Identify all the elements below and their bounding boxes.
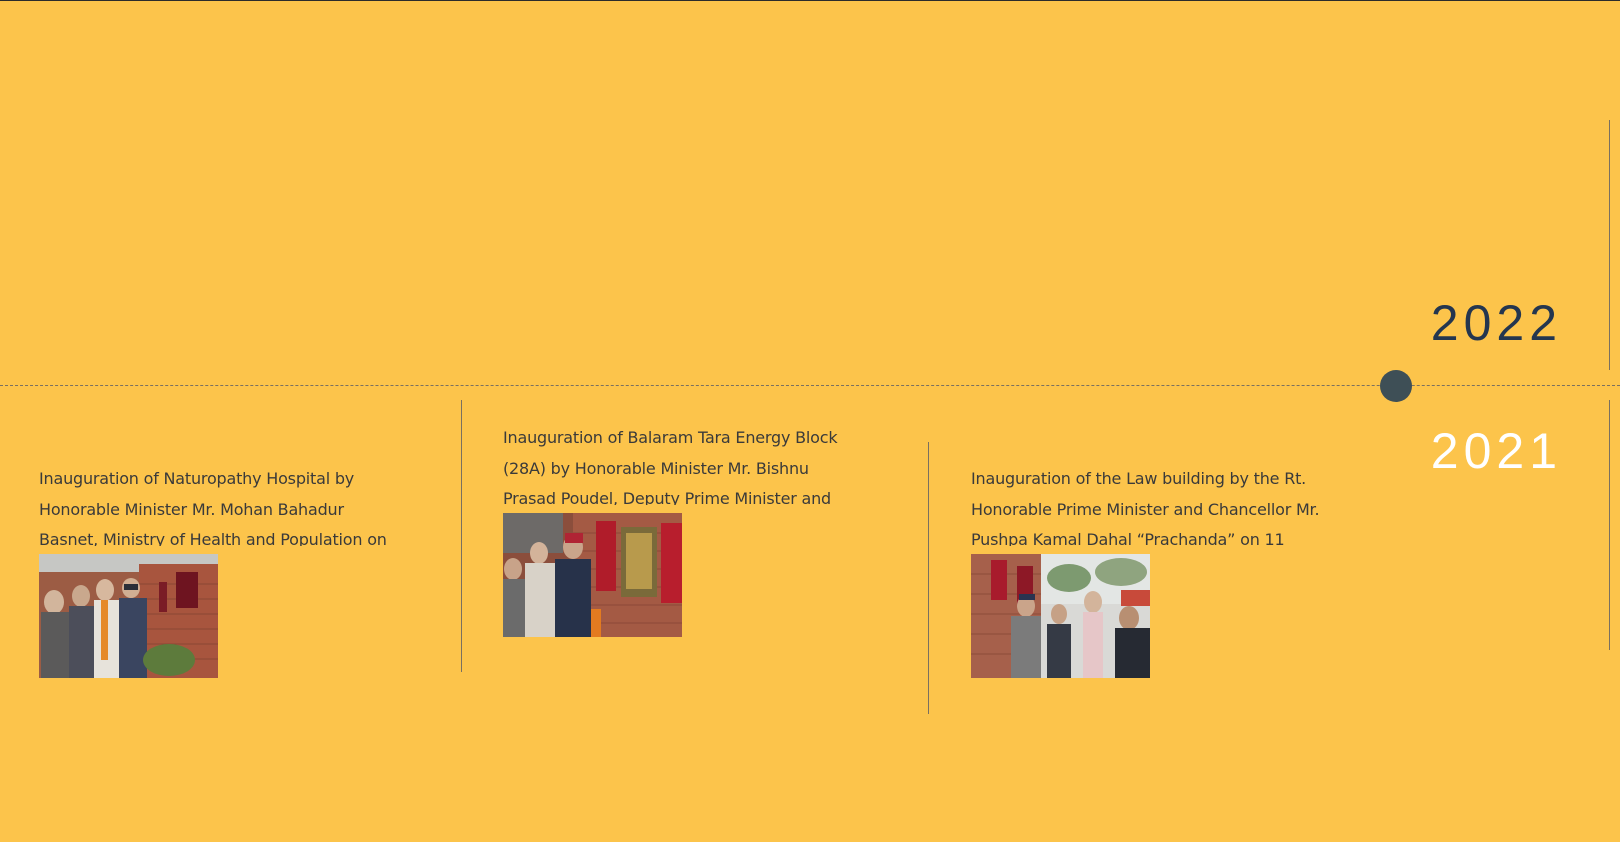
timeline-marker[interactable] bbox=[1380, 370, 1412, 402]
timeline-event: Inauguration of the Law building by the … bbox=[971, 464, 1321, 678]
year-2021-label[interactable]: 2021 bbox=[1430, 423, 1562, 479]
event-description: Inauguration of the Law building by the … bbox=[971, 469, 1320, 546]
photo-energy-block-icon bbox=[503, 513, 682, 637]
event-photo[interactable] bbox=[39, 554, 218, 678]
timeline-event: Inauguration of Balaram Tara Energy Bloc… bbox=[503, 423, 853, 637]
column-divider bbox=[461, 400, 462, 672]
event-description: Inauguration of Balaram Tara Energy Bloc… bbox=[503, 428, 838, 505]
year-rule-top bbox=[1609, 120, 1610, 370]
event-photo[interactable] bbox=[971, 554, 1150, 678]
event-photo[interactable] bbox=[503, 513, 682, 637]
photo-law-building-icon bbox=[971, 554, 1150, 678]
photo-naturopathy-hospital-icon bbox=[39, 554, 218, 678]
column-divider bbox=[928, 442, 929, 714]
year-2022-label[interactable]: 2022 bbox=[1430, 295, 1562, 351]
year-rule-bottom bbox=[1609, 400, 1610, 650]
timeline-event: Inauguration of Naturopathy Hospital by … bbox=[39, 464, 389, 678]
timeline-axis bbox=[0, 385, 1620, 386]
top-border bbox=[0, 0, 1620, 1]
event-description: Inauguration of Naturopathy Hospital by … bbox=[39, 469, 387, 546]
